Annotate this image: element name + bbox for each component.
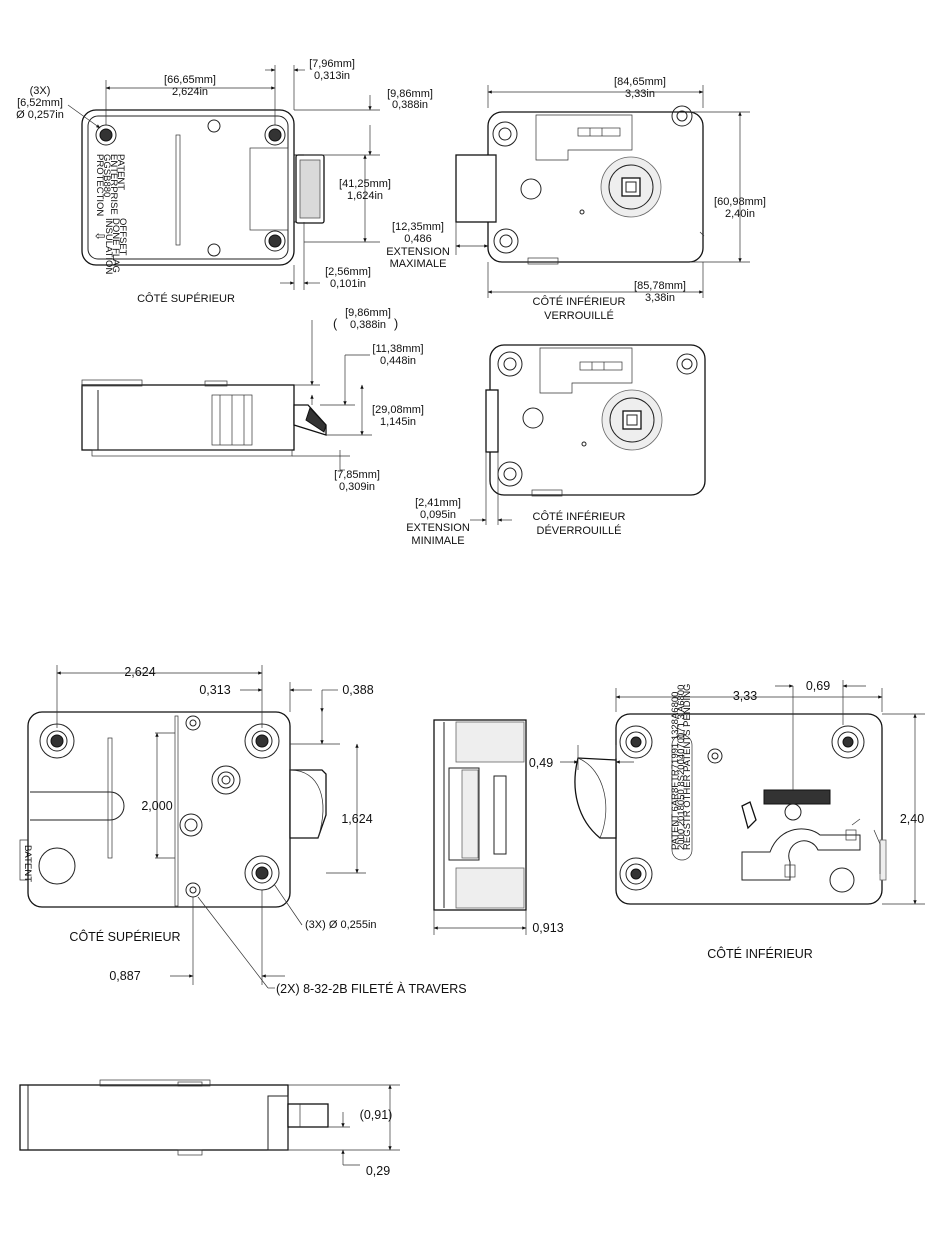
- view1-title: CÔTÉ SUPÉRIEUR: [137, 292, 235, 305]
- view4-title-1: CÔTÉ INFÉRIEUR: [533, 510, 626, 523]
- dim-edge-in: 0,388in: [392, 99, 428, 111]
- dim-depth-inch: 0,913: [532, 921, 563, 935]
- view1-label-line4: PROTECTION: [94, 154, 105, 216]
- dim-ext-min-mm: [2,41mm]: [415, 497, 461, 509]
- dim-ext-max-mm: [12,35mm]: [392, 221, 444, 233]
- view-side-section: 0,913: [433, 719, 564, 935]
- dim-ext-min-l2: MINIMALE: [411, 535, 464, 547]
- dim-height-inner-inch: 2,000: [141, 799, 172, 813]
- dim-ext-max-l2: MAXIMALE: [390, 258, 447, 270]
- dim-side-a-mm: [11,38mm]: [372, 343, 423, 355]
- view-top-metric: PATENT ENTERPRISE GGSB880 PROTECTION OFF…: [16, 58, 433, 305]
- thread-note: (2X) 8-32-2B FILETÉ À TRAVERS: [276, 981, 467, 996]
- dim-bolt-off-inch: 0,49: [529, 756, 553, 770]
- dim-side-a-in: 0,448in: [380, 355, 416, 367]
- ent-label: ENT: [22, 863, 33, 882]
- dim-offset-mm: [7,96mm]: [309, 58, 355, 70]
- dim-side-edge-mm: [9,86mm]: [345, 307, 391, 319]
- arrow-glyph: ⇦: [95, 229, 106, 243]
- view-side-metric: ( ) [9,86mm] 0,388in [11,38mm] 0,448in […: [81, 307, 424, 493]
- dim-overall-w-in: 3,33in: [625, 88, 655, 100]
- paren-left: (: [333, 317, 338, 331]
- dim-height-inch: 1,624: [341, 812, 372, 826]
- dim-side-h-mm: [29,08mm]: [372, 404, 424, 416]
- dim-bolt-w-inch: 0,69: [806, 679, 830, 693]
- view-top-inch: BAT ENT 2,624 0,313 0,388 1,624 2,000 (3…: [19, 665, 467, 996]
- label-line-2: 2000 2018050 8S2004070071 3 A6800: [676, 685, 687, 850]
- dim-overall-w-mm: [84,65mm]: [614, 76, 666, 88]
- view2-title-1: CÔTÉ INFÉRIEUR: [533, 295, 626, 308]
- paren-right: ): [394, 317, 398, 331]
- dim-overall-h-mm: [60,98mm]: [714, 196, 766, 208]
- view-bottom-unlocked: [2,41mm] 0,095in EXTENSION MINIMALE CÔTÉ…: [406, 344, 706, 547]
- view1-label-b3: INSULATION: [103, 218, 114, 274]
- view-bottom-locked: [84,65mm] 3,33in [60,98mm] 2,40in [12,35…: [386, 76, 766, 322]
- dim-edge-inch: 0,388: [342, 683, 373, 697]
- view4-title-2: DÉVERROUILLÉ: [537, 524, 622, 537]
- view2-title-2: VERROUILLÉ: [544, 309, 614, 322]
- view5-title: CÔTÉ SUPÉRIEUR: [69, 929, 180, 944]
- dim-side-b-mm: [7,85mm]: [334, 469, 380, 481]
- dim-holes-mm: [6,52mm]: [17, 97, 63, 109]
- dim-side-b-in: 0,309in: [339, 481, 375, 493]
- dim-total-w-in: 3,38in: [645, 292, 675, 304]
- dim-side-h-in: 1,145in: [380, 416, 416, 428]
- dim-xpos-inch: 0,887: [109, 969, 140, 983]
- dim-ext-max-in: 0,486: [404, 233, 432, 245]
- dim-bolt-mm: [2,56mm]: [325, 266, 371, 278]
- dim-offset-in: 0,313in: [314, 70, 350, 82]
- dim-overall-w-inch: 3,33: [733, 689, 757, 703]
- view1-label-line1: PATENT: [115, 154, 126, 190]
- dim-side-h-inch: (0,91): [360, 1108, 393, 1122]
- dim-total-w-mm: [85,78mm]: [634, 280, 686, 292]
- dim-height-mm: [41,25mm]: [339, 178, 391, 190]
- view1-label-b2: DONE FLAG: [110, 218, 121, 273]
- dim-overall-h-in: 2,40in: [725, 208, 755, 220]
- dim-overall-h-inch: 2,40: [900, 812, 924, 826]
- dim-width-in: 2,624in: [172, 86, 208, 98]
- view1-label-b1: OFFSET: [117, 218, 128, 256]
- dim-side-edge-in: 0,388in: [350, 319, 386, 331]
- bat-label: BAT: [22, 845, 33, 863]
- dim-ext-min-in: 0,095in: [420, 509, 456, 521]
- view-side-inch: (0,91) 0,29: [19, 1079, 400, 1178]
- view7-title: CÔTÉ INFÉRIEUR: [707, 946, 813, 961]
- dim-side-b-inch: 0,29: [366, 1164, 390, 1178]
- dim-ext-min-l1: EXTENSION: [406, 522, 470, 534]
- dim-holes-inch: (3X) Ø 0,255in: [305, 919, 377, 931]
- dim-width-inch: 2,624: [124, 665, 155, 679]
- dim-holes-qty: (3X): [30, 85, 51, 97]
- label-line-3: REGSTR OTHER PATENTS PENDING: [682, 684, 693, 850]
- dim-holes-in: Ø 0,257in: [16, 109, 64, 121]
- dim-edge-mm: [9,86mm]: [387, 88, 433, 100]
- dim-ext-max-l1: EXTENSION: [386, 246, 450, 258]
- view1-label-line2: ENTERPRISE: [108, 154, 119, 215]
- dim-offset-inch: 0,313: [199, 683, 230, 697]
- dim-width-mm: [66,65mm]: [164, 74, 216, 86]
- dim-bolt-in: 0,101in: [330, 278, 366, 290]
- dim-height-in: 1,624in: [347, 190, 383, 202]
- view-bottom-inch: PATENT 6AR8FTR71991 1328A6800 2000 20180…: [529, 679, 925, 961]
- label-line-1: PATENT 6AR8FTR71991 1328A6800: [670, 692, 681, 850]
- view1-label-line3: GGSB880: [101, 154, 112, 197]
